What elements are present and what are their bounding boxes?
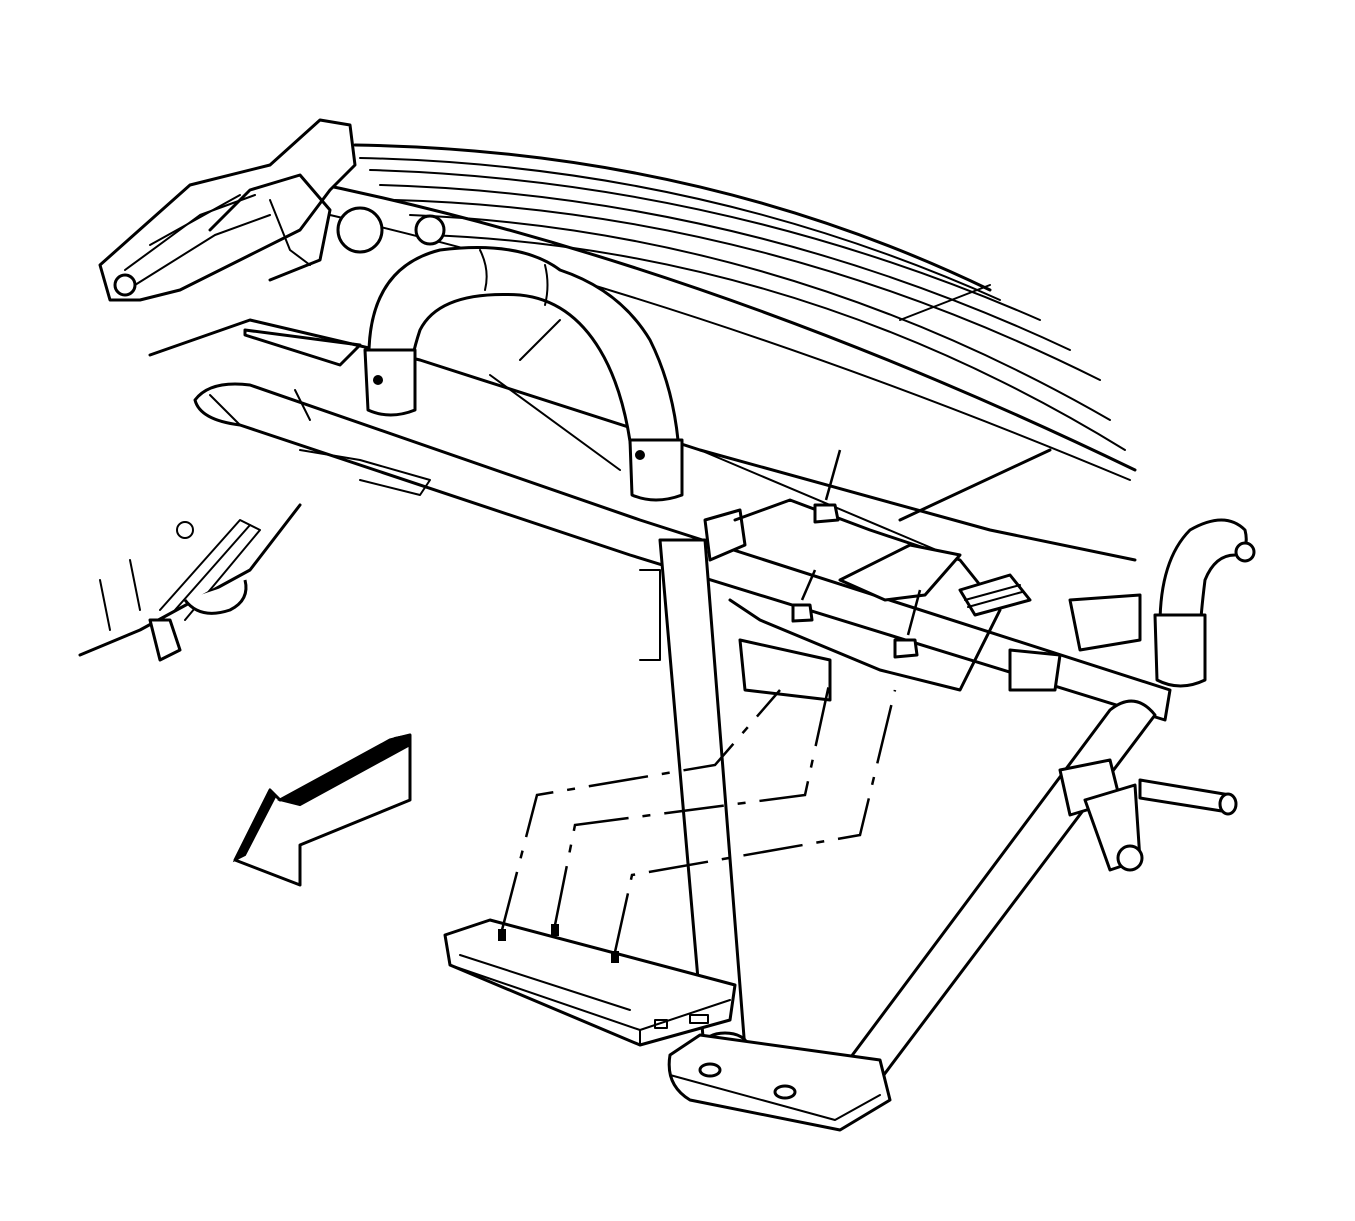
nut-right: [893, 638, 919, 659]
module-leader-lines: [500, 679, 897, 953]
arrow-forward-left-icon: [232, 733, 412, 887]
nut-upper: [813, 503, 840, 524]
diagonal-brace: [828, 699, 1238, 1093]
center-support-brackets: [703, 498, 1142, 702]
left-lower-bracket: [78, 449, 431, 662]
left-pillar-bracket: [98, 118, 446, 302]
nut-fasteners: [791, 449, 922, 659]
nut-middle: [791, 603, 814, 623]
windshield-cowl: [298, 143, 1137, 481]
assist-handle-center: [363, 246, 684, 502]
floor-bracket-foot: [667, 1033, 892, 1132]
assist-handle-right: [1153, 518, 1256, 688]
control-module: [443, 918, 737, 1047]
